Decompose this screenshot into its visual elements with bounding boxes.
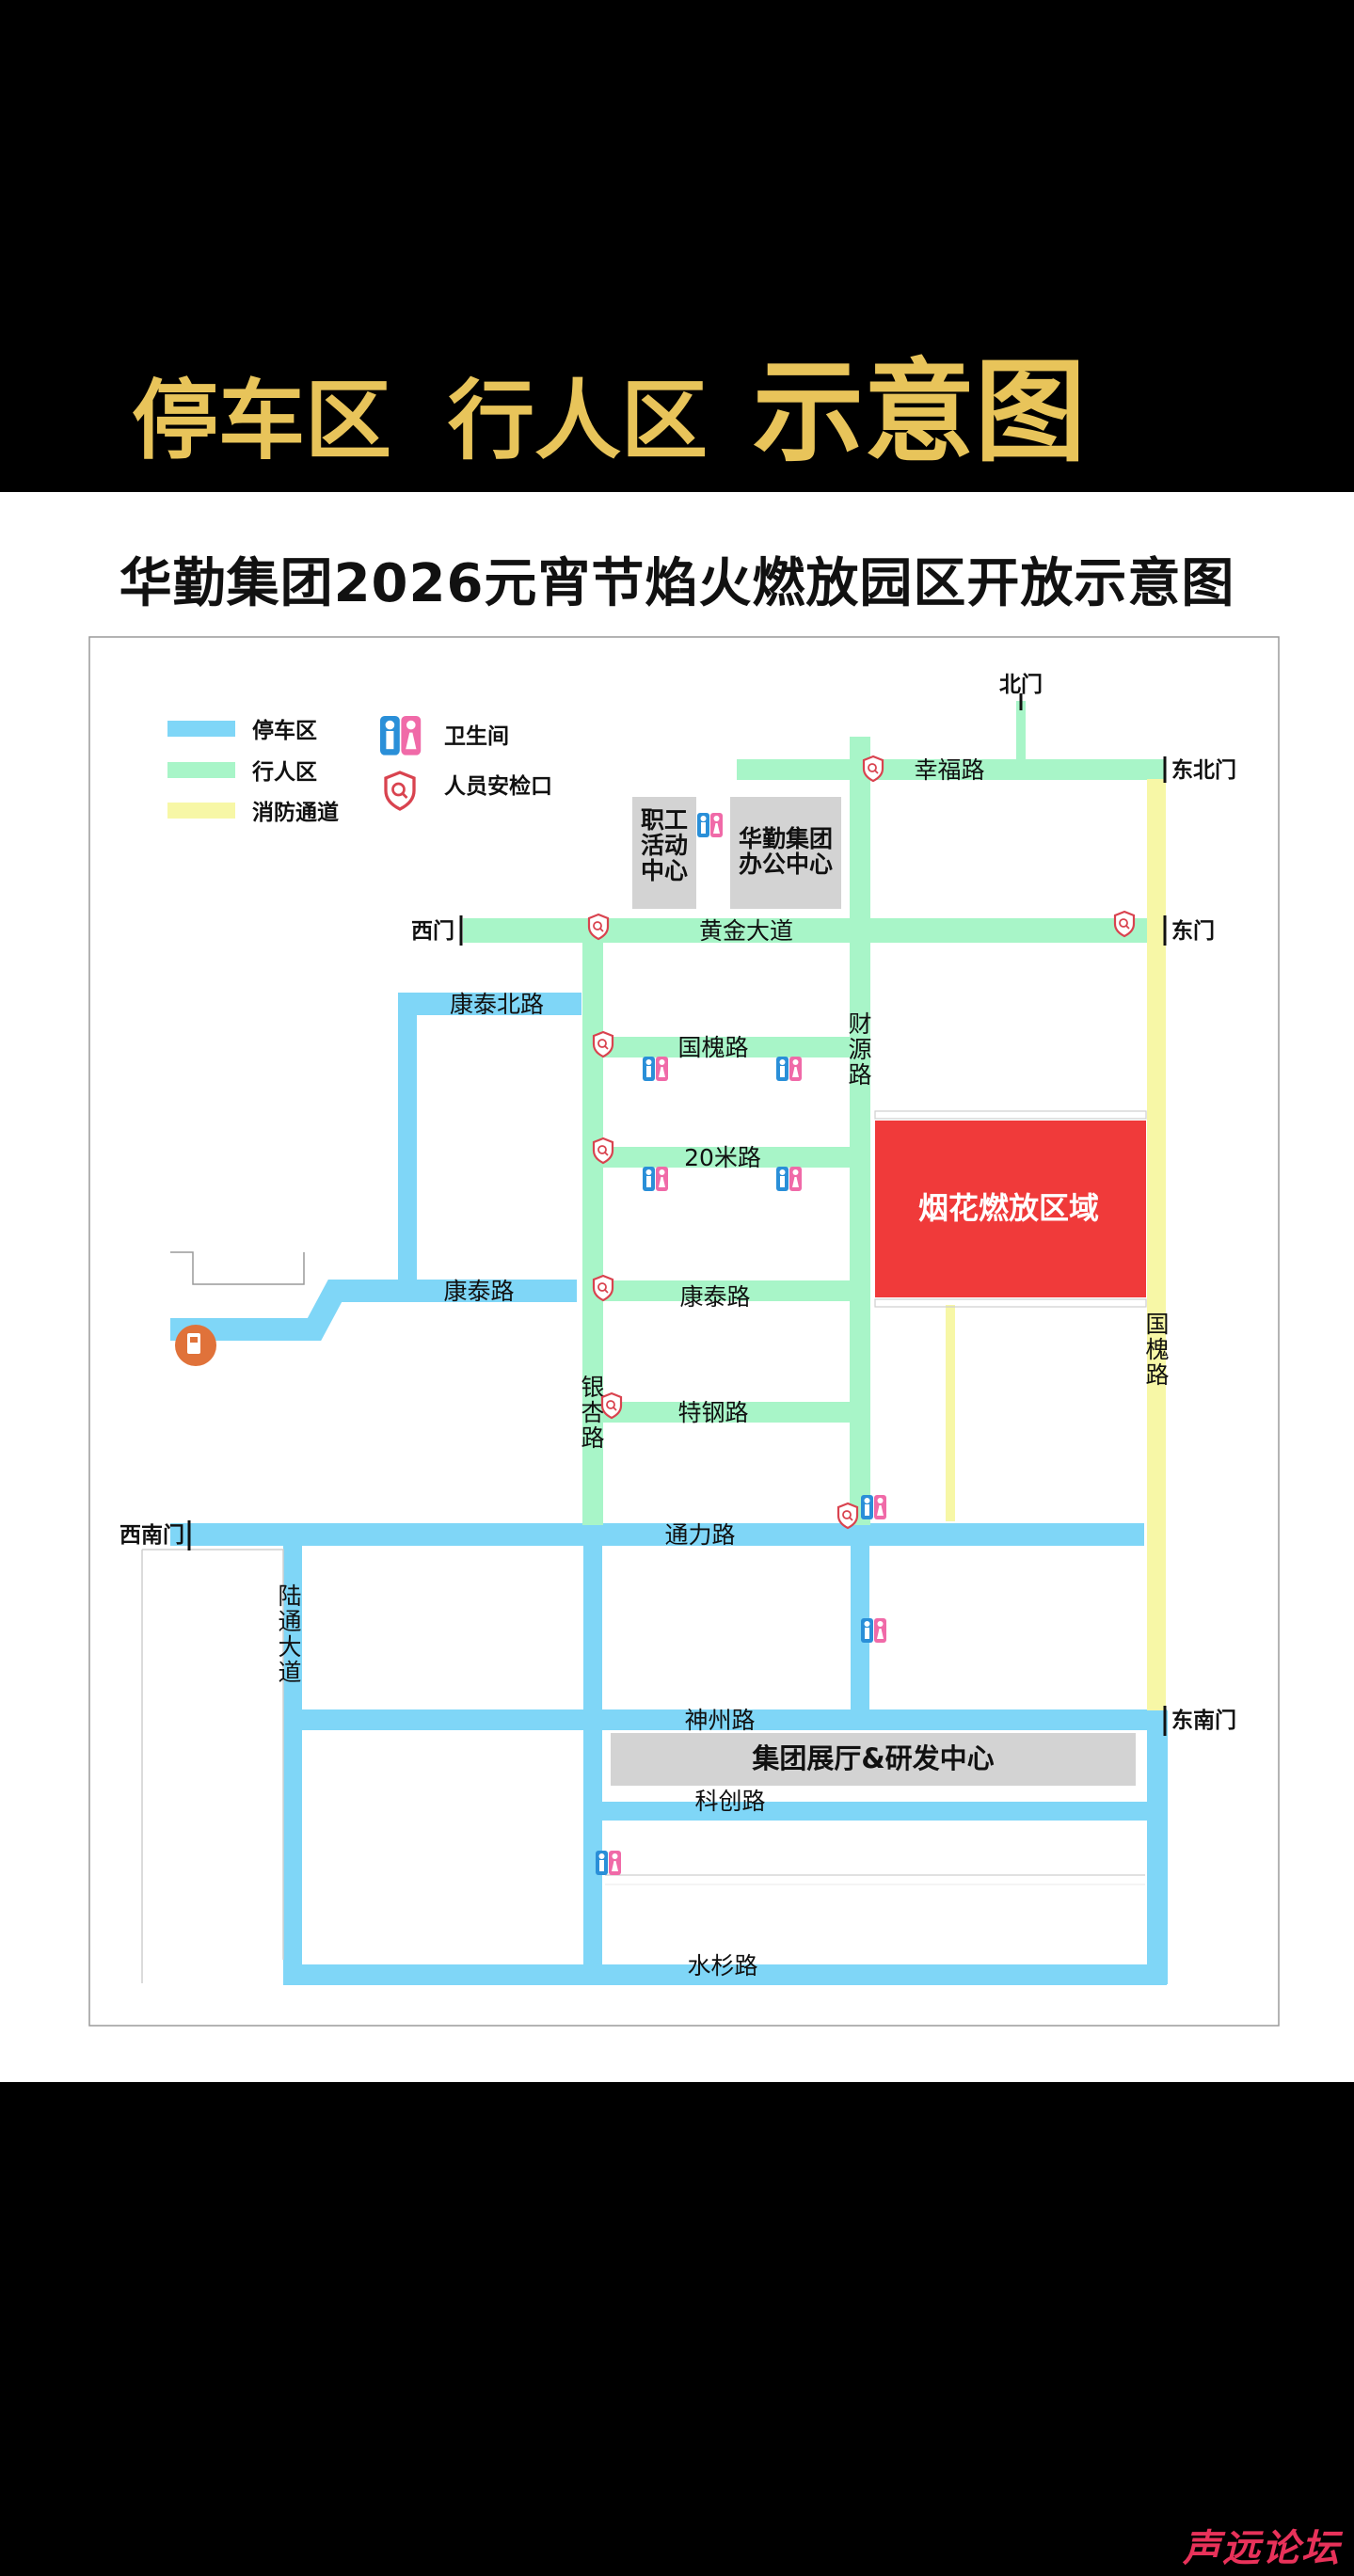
- building-staff-center-label: 职工活动中心: [641, 806, 688, 884]
- east-gate-label: 东门: [1171, 918, 1215, 944]
- fireworks-zone-label: 烟花燃放区域: [918, 1190, 1099, 1226]
- road-label-kangtai-north: 康泰北路: [450, 991, 544, 1018]
- road-label-kangtai-west: 康泰路: [443, 1278, 514, 1305]
- page-title: 华勤集团2026元宵节焰火燃放园区开放示意图: [119, 553, 1235, 614]
- park-map: 停车区 行人区 消防通道 卫生间 人员安检口 烟花燃放区域: [88, 636, 1280, 2027]
- banner-title: 停车区行人区示意图: [132, 346, 1086, 478]
- west-gate-label: 西门: [411, 918, 454, 944]
- road-labels: 幸福路 黄金大道 康泰北路 国槐路 20米路 康泰路 康泰路 特钢路 通力路 神…: [278, 756, 1169, 1980]
- building-staff-center: [632, 797, 696, 909]
- gate-markers: 北门 东北门 东门 西门 西南门 东南门: [119, 672, 1236, 1736]
- security-checkpoint-icon: [592, 1274, 614, 1302]
- legend-parking-swatch: [167, 721, 235, 737]
- building-office-label: 华勤集团办公中心: [739, 825, 833, 878]
- legend-parking-label: 停车区: [252, 718, 317, 743]
- southeast-gate-label: 东南门: [1171, 1708, 1236, 1733]
- security-checkpoint-icon: [600, 1391, 623, 1420]
- footer-bar: [0, 2082, 1354, 2576]
- banner-title-pedestrian: 行人区: [448, 370, 709, 471]
- fire-lanes: [946, 779, 1166, 1710]
- security-checkpoint-icon: [836, 1502, 859, 1530]
- fireworks-zone-edge-bottom: [874, 1298, 1147, 1308]
- southwest-gate-label: 西南门: [119, 1522, 184, 1548]
- building-exhibition-label: 集团展厅&研发中心: [751, 1742, 994, 1774]
- road-label-huangjin: 黄金大道: [699, 917, 793, 945]
- road-label-caiyuan: 财源路: [848, 1010, 871, 1089]
- legend-pedestrian-label: 行人区: [251, 759, 317, 785]
- security-checkpoint-icon: [1113, 910, 1136, 938]
- road-label-guohuai: 国槐路: [677, 1034, 748, 1061]
- legend-security-icon: [384, 771, 416, 811]
- gas-station-pump-window: [190, 1337, 198, 1343]
- fireworks-zone-edge-top: [874, 1110, 1147, 1120]
- gas-station-pump: [187, 1333, 200, 1354]
- building-exhibition: [611, 1733, 1136, 1786]
- pedestrian-roads: [463, 701, 1164, 1525]
- banner-title-diagram: 示意图: [753, 346, 1087, 477]
- watermark: 声远论坛: [1183, 2527, 1341, 2570]
- road-label-ershimi: 20米路: [684, 1144, 761, 1171]
- road-label-lutong: 陆通大道: [278, 1582, 301, 1686]
- legend-security-label: 人员安检口: [444, 773, 552, 799]
- security-checkpoint-icon: [592, 1137, 614, 1165]
- road-label-shenzhou: 神州路: [684, 1707, 755, 1734]
- legend-firelane-swatch: [167, 803, 235, 819]
- legend-pedestrian-swatch: [167, 762, 235, 778]
- northeast-gate-label: 东北门: [1171, 757, 1236, 783]
- road-label-tegang: 特钢路: [677, 1399, 748, 1426]
- parking-lot-outline: [170, 1251, 305, 1285]
- road-label-shuishan: 水杉路: [687, 1952, 757, 1980]
- legend-firelane-label: 消防通道: [252, 800, 339, 825]
- road-label-yinxing: 银杏路: [581, 1374, 604, 1452]
- security-checkpoint-icon: [592, 1030, 614, 1058]
- security-checkpoint-icon: [587, 913, 610, 941]
- road-label-xingfu: 幸福路: [914, 756, 984, 784]
- security-checkpoint-icon: [862, 755, 884, 783]
- building-office: [730, 797, 841, 909]
- road-label-tongli: 通力路: [664, 1521, 735, 1549]
- legend-restroom-label: 卫生间: [444, 724, 509, 749]
- fireworks-zone: [875, 1121, 1146, 1297]
- road-label-kangtai-east: 康泰路: [679, 1283, 750, 1311]
- road-label-guohuai-vertical: 国槐路: [1145, 1311, 1169, 1389]
- parking-roads: [170, 993, 1168, 1985]
- north-gate-label: 北门: [999, 672, 1043, 697]
- banner-title-parking: 停车区: [132, 370, 392, 471]
- parking-road-kangtai-west: [170, 1280, 577, 1341]
- road-label-kechuang: 科创路: [694, 1788, 765, 1815]
- banner: [0, 0, 1354, 492]
